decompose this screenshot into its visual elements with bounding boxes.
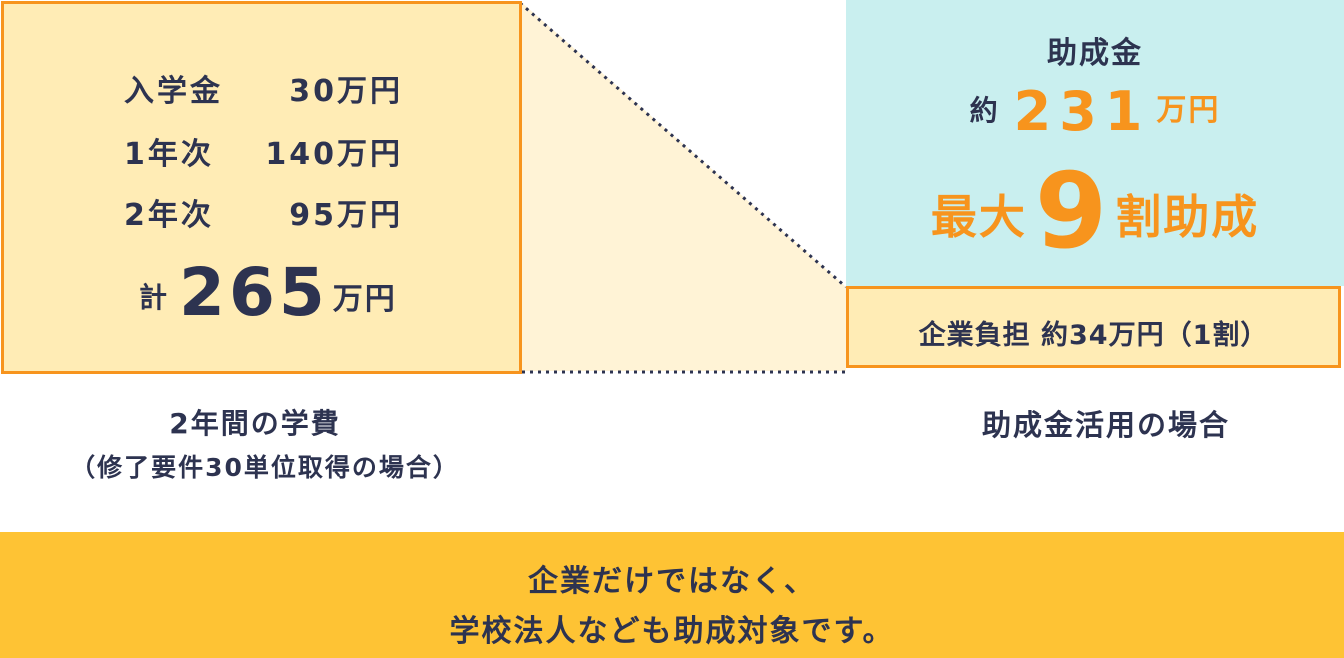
fee-row-admission: 入学金 30万円 (4, 66, 519, 109)
banner-line-1: 企業だけではなく、 (528, 564, 816, 599)
fee-amount: 95万円 (289, 198, 403, 233)
fee-row-year1: 1年次 140万円 (4, 129, 519, 172)
fee-label: 入学金 (124, 74, 223, 109)
max-suffix: 割助成 (1115, 190, 1260, 244)
connector-top-dotted-line (519, 1, 847, 289)
subsidy-caption: 助成金活用の場合 (981, 408, 1230, 442)
subsidy-title: 助成金 (1047, 36, 1143, 71)
max-digit: 9 (1034, 150, 1108, 272)
total-number: 265 (179, 254, 329, 331)
tuition-caption: 2年間の学費 (169, 407, 341, 440)
max-prefix: 最大 (930, 190, 1027, 244)
connector-wedge (520, 1, 846, 371)
total-prefix: 計 (139, 281, 168, 314)
fee-label: 2年次 (124, 198, 214, 233)
company-burden-text: 企業負担 約34万円（1割） (918, 320, 1269, 351)
subsidy-number: 231 (1013, 80, 1151, 143)
fee-amount: 140万円 (265, 137, 403, 172)
company-burden-box: 企業負担 約34万円（1割） (846, 286, 1341, 368)
fee-amount: 30万円 (289, 74, 403, 109)
eligibility-banner: 企業だけではなく、 学校法人なども助成対象です。 (0, 532, 1344, 658)
approx-label: 約 (969, 94, 998, 127)
fee-label: 1年次 (124, 137, 214, 172)
total-unit: 万円 (332, 282, 397, 317)
banner-line-2: 学校法人なども助成対象です。 (449, 614, 895, 649)
subsidy-unit: 万円 (1156, 93, 1221, 128)
fee-row-year2: 2年次 95万円 (4, 190, 519, 233)
tuition-caption-note: （修了要件30単位取得の場合） (70, 453, 460, 482)
